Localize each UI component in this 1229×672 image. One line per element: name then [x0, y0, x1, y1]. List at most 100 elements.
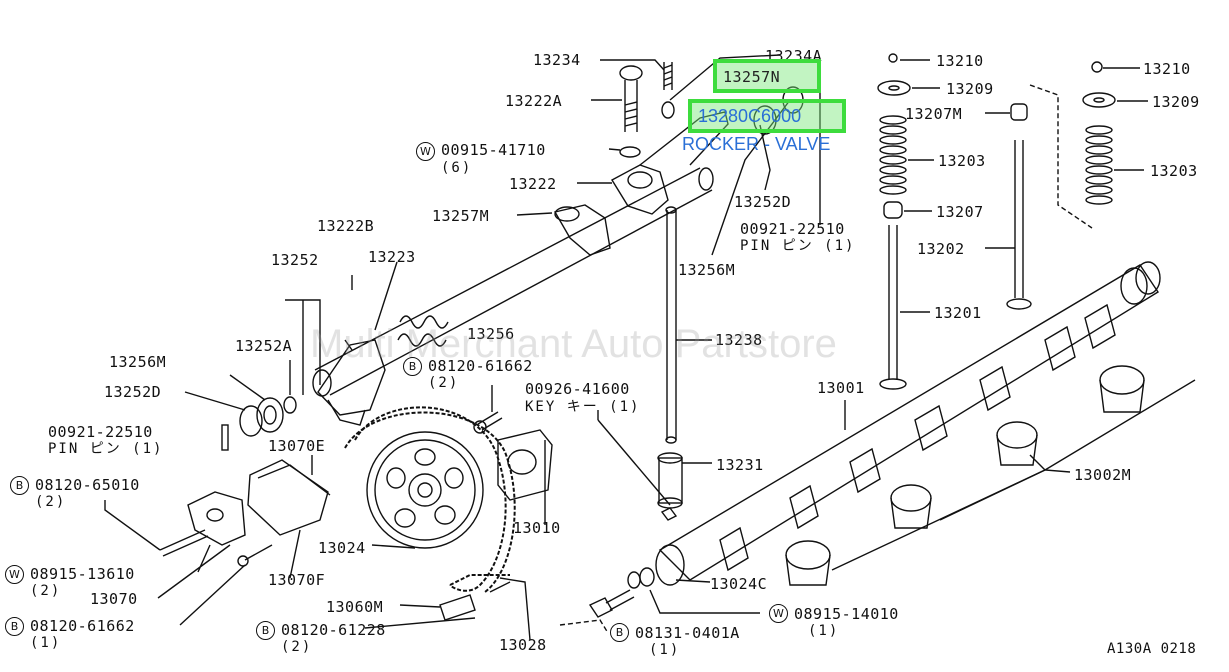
washer-00915	[619, 146, 641, 158]
qty-08120-61662-top: (2)	[428, 375, 460, 391]
washer-13256M-left	[256, 397, 284, 433]
desc-00921-left: PIN ピン (1)	[48, 441, 164, 457]
qty-08131-0401A: (1)	[649, 642, 681, 658]
pin-00921-left	[221, 424, 229, 451]
callout-13257M: 13257M	[432, 207, 490, 225]
callout-13222A: 13222A	[505, 92, 563, 110]
qty-08120-61228: (2)	[281, 639, 313, 655]
spring-13256	[397, 315, 449, 347]
callout-08915-13610: 08915-13610	[30, 565, 135, 583]
callout-13203-b: 13203	[1150, 162, 1198, 180]
bolt-marker-61662-bot: B	[5, 617, 24, 636]
callout-08120-65010: 08120-65010	[35, 476, 140, 494]
callout-00921-top: 00921-22510	[740, 220, 845, 238]
bolt-08131-0401A	[588, 589, 635, 618]
callout-13028: 13028	[499, 636, 547, 654]
valve-retainer-13210	[888, 53, 1140, 73]
timing-chain-13028	[344, 406, 516, 593]
callout-13207: 13207	[936, 203, 984, 221]
callout-13203-a: 13203	[938, 152, 986, 170]
callout-13070F: 13070F	[268, 571, 326, 589]
bolt-13222A	[619, 65, 643, 132]
callout-13238: 13238	[715, 331, 763, 349]
bolt-marker-65010: B	[10, 476, 29, 495]
push-rod-13238	[665, 206, 677, 444]
bolt-08120-65010	[159, 529, 209, 557]
bolt-08120-61662-bot	[237, 544, 273, 567]
callout-13252D-top: 13252D	[734, 193, 792, 211]
callout-13024: 13024	[318, 539, 366, 557]
bolt-marker-61228: B	[256, 621, 275, 640]
chain-guide-13060M	[439, 581, 511, 621]
valve-spring-13203-a	[879, 115, 934, 195]
rocker-arm-mid	[553, 204, 611, 256]
washer-08915-14010	[627, 571, 641, 589]
callout-13222B: 13222B	[317, 217, 375, 235]
callout-13223: 13223	[368, 248, 416, 266]
diagram-code: A130A 0218	[1107, 641, 1197, 657]
callout-13222: 13222	[509, 175, 557, 193]
lifter-13231	[657, 452, 683, 509]
qty-08915-13610: (2)	[30, 583, 62, 599]
adjust-screw-13234	[663, 62, 673, 90]
cam-sprocket-13024	[366, 431, 484, 549]
callout-13060M: 13060M	[326, 598, 384, 616]
qty-08120-65010: (2)	[35, 494, 67, 510]
bolt-marker-top: B	[403, 357, 422, 376]
callout-13280-desc: ROCKER - VALVE	[682, 134, 831, 154]
washer-marker-13610: W	[5, 565, 24, 584]
washer-13252D-left	[239, 405, 263, 437]
callout-13256: 13256	[467, 325, 515, 343]
callout-08120-61662-top: 08120-61662	[428, 357, 533, 375]
callout-13202: 13202	[917, 240, 965, 258]
callout-13257N: 13257N	[723, 68, 781, 86]
callout-00915-41710: 00915-41710	[441, 141, 546, 159]
callout-08120-61662-bot: 08120-61662	[30, 617, 135, 635]
nut-13257N	[661, 101, 675, 119]
callout-08120-61228: 08120-61228	[281, 621, 386, 639]
callout-13209-b: 13209	[1152, 93, 1200, 111]
washer-marker-14010: W	[769, 604, 788, 623]
bolt-marker-08131: B	[610, 623, 629, 642]
callout-13252: 13252	[271, 251, 319, 269]
callout-13209-a: 13209	[946, 80, 994, 98]
rocker-bracket-left	[317, 339, 386, 426]
callout-13256M-left: 13256M	[109, 353, 167, 371]
desc-00926-41600: KEY キー (1)	[525, 399, 641, 415]
rocker-arm-upper	[611, 111, 729, 215]
valve-cap-13209	[877, 80, 1148, 108]
valve-seal-13207	[883, 103, 1028, 219]
watermark: Multi Merchant Auto Partstore	[310, 322, 837, 366]
callout-13070E: 13070E	[268, 437, 326, 455]
key-00926	[660, 507, 678, 521]
callout-13010: 13010	[513, 519, 561, 537]
callout-13252D-left: 13252D	[104, 383, 162, 401]
callout-00926-41600: 00926-41600	[525, 380, 630, 398]
callout-13210-a: 13210	[936, 52, 984, 70]
valve-13201	[879, 225, 930, 390]
highlight-13257N[interactable]: 13257N	[713, 59, 821, 93]
washer-marker: W	[416, 142, 435, 161]
qty-08120-61662-bot: (1)	[30, 635, 62, 651]
highlight-13280[interactable]: 13280C6000	[688, 99, 846, 133]
desc-00921-top: PIN ピン (1)	[740, 238, 856, 254]
callout-13256M-top: 13256M	[678, 261, 736, 279]
callout-13234: 13234	[533, 51, 581, 69]
callout-13231: 13231	[716, 456, 764, 474]
qty-08915-14010: (1)	[808, 623, 840, 639]
callout-13252A: 13252A	[235, 337, 293, 355]
callout-13070: 13070	[90, 590, 138, 608]
callout-08131-0401A: 08131-0401A	[635, 624, 740, 642]
callout-13001: 13001	[817, 379, 865, 397]
tensioner-13070	[187, 491, 246, 546]
thrust-plate-13010	[497, 429, 553, 501]
callout-13002M: 13002M	[1074, 466, 1132, 484]
callout-13210-b: 13210	[1143, 60, 1191, 78]
callout-13201: 13201	[934, 304, 982, 322]
camshaft-13001	[655, 261, 1161, 586]
callout-08915-14010: 08915-14010	[794, 605, 899, 623]
lifter-13002M	[785, 365, 1145, 586]
qty-00915-41710: (6)	[441, 160, 473, 176]
